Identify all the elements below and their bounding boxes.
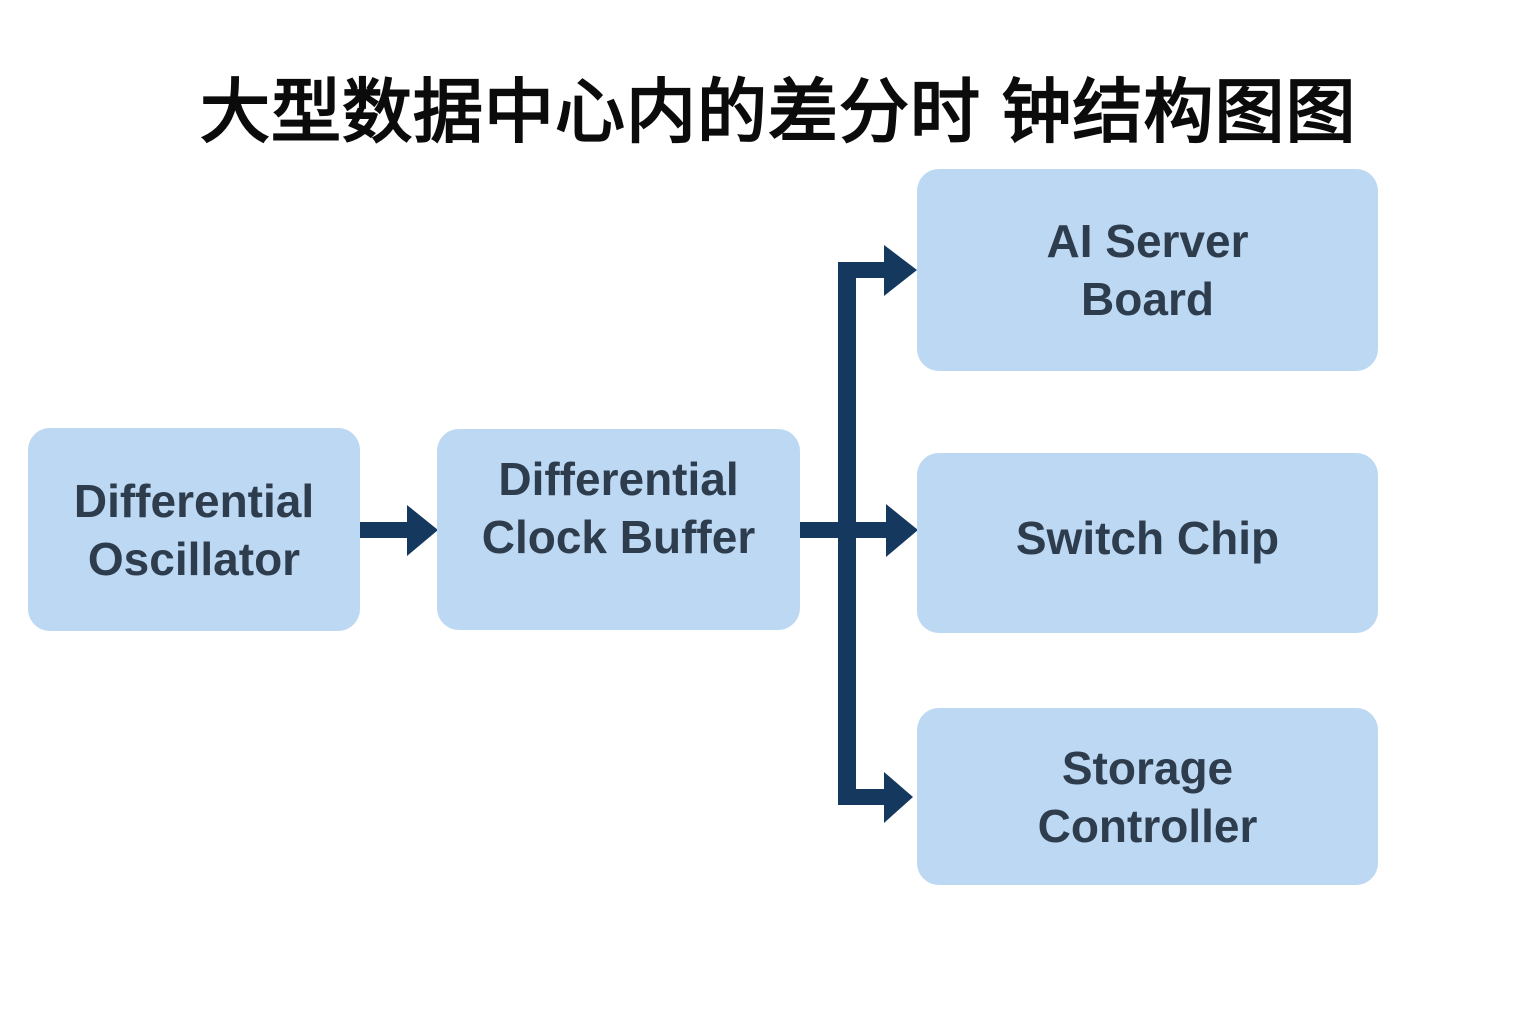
node-label-line: Oscillator: [87, 532, 301, 585]
node-ai-server-board: AI Server Board: [917, 169, 1378, 371]
node-switch-chip: Switch Chip: [917, 453, 1378, 633]
arrow-trunk-to-storage-controller: [838, 772, 913, 823]
node-label-line: Switch Chip: [1015, 512, 1280, 564]
node-label-line: Controller: [1037, 799, 1258, 852]
node-label-line: Clock Buffer: [481, 510, 756, 563]
node-storage-controller: Storage Controller: [917, 708, 1378, 885]
arrow-buffer-to-switch-chip: [800, 504, 918, 557]
node-label-line: Differential: [498, 452, 739, 505]
connector-trunk: [838, 262, 856, 805]
node-label-line: Storage: [1061, 741, 1234, 794]
node-differential-oscillator: Differential Oscillator: [28, 428, 360, 631]
node-label-line: AI Server: [1046, 215, 1249, 267]
arrow-trunk-to-ai-server-board: [838, 245, 917, 296]
diagram-title: 大型数据中心内的差分时 钟结构图图: [200, 73, 1357, 151]
arrow-oscillator-to-buffer: [358, 505, 438, 556]
node-label-line: Differential: [73, 474, 315, 527]
node-differential-clock-buffer: Differential Clock Buffer: [437, 429, 800, 630]
node-label-line: Board: [1081, 273, 1214, 325]
